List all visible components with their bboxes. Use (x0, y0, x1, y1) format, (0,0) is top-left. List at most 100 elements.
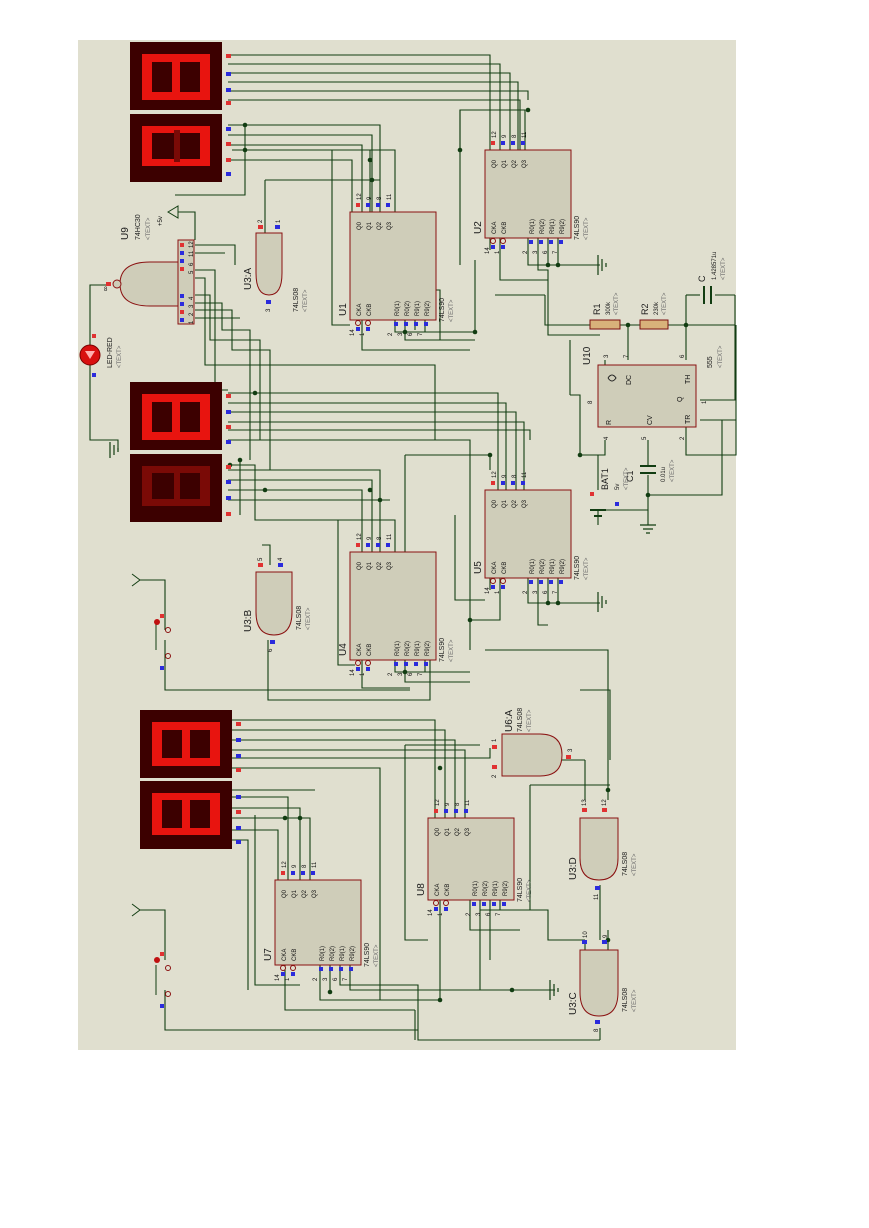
counter-text: <TEXT> (449, 299, 455, 322)
counter-pin-num-2: 2 (523, 590, 529, 594)
u9-text: <TEXT> (146, 217, 152, 240)
counter-ref: U5 (473, 561, 484, 574)
counter-pin-cka: CKA (357, 644, 363, 656)
counter-pin-q3: Q3 (522, 499, 528, 508)
counter-pin-q2: Q2 (455, 827, 461, 836)
counter-u1: Q012Q19Q28Q311CKA14CKB1R0(1)2R0(2)3R9(1)… (338, 193, 455, 336)
counter-pin-num-12: 12 (492, 131, 498, 138)
counter-ref: U1 (338, 303, 349, 316)
counter-text: <TEXT> (527, 879, 533, 902)
counter-pin-num-1: 1 (285, 977, 291, 981)
counter-pin-q1: Q1 (502, 499, 508, 508)
counter-pin-r01: R0(1) (395, 301, 401, 316)
nand-gate-u9: 8 12 11 6 5 4 3 2 1 U9 74HC30 <TEXT> +5v (104, 205, 196, 325)
seven-segment-display-5 (140, 710, 232, 778)
u3b-pin-in1: 5 (258, 557, 264, 561)
push-button-2[interactable] (131, 903, 171, 1008)
u9-ref: U9 (120, 227, 131, 240)
counter-pin-q1: Q1 (292, 889, 298, 898)
counter-pin-num-1: 1 (360, 672, 366, 676)
counter-pin-r02: R0(2) (405, 301, 411, 316)
counter-pin-r92: R9(2) (350, 946, 356, 961)
u10-pin-tr: TR (685, 415, 692, 424)
counter-pin-ckb: CKB (367, 644, 373, 656)
counter-pin-r02: R0(2) (330, 946, 336, 961)
counter-pin-num-7: 7 (418, 332, 424, 336)
counter-pin-r02: R0(2) (483, 881, 489, 896)
counter-pin-num-6: 6 (408, 672, 414, 676)
counter-pin-num-2: 2 (388, 332, 394, 336)
u3c-text: <TEXT> (632, 989, 638, 1012)
u10-ref: U10 (582, 346, 593, 365)
counter-pin-num-11: 11 (387, 193, 393, 200)
u9-pin-12: 12 (189, 241, 195, 248)
u9-pin-out: 8 (104, 287, 108, 293)
bat-ref: BAT1 (600, 468, 610, 490)
u9-pin-6: 6 (189, 262, 195, 266)
counter-pin-ckb: CKB (502, 562, 508, 574)
seven-segment-display-6 (140, 781, 232, 849)
u6a-pin-in2: 2 (492, 774, 498, 778)
counter-pin-q2: Q2 (377, 221, 383, 230)
counter-part: 74LS90 (439, 298, 446, 322)
capacitor-c1: C1 0.01u <TEXT> (625, 459, 676, 482)
u3a-pin-in1: 2 (258, 219, 264, 223)
counter-text: <TEXT> (449, 639, 455, 662)
c-text: <TEXT> (721, 257, 727, 280)
counter-pin-q0: Q0 (282, 889, 288, 898)
counter-part: 74LS90 (364, 943, 371, 967)
u3b-pin-out: 6 (268, 648, 274, 652)
counter-pin-num-7: 7 (418, 672, 424, 676)
led-text: <TEXT> (117, 345, 123, 368)
u3c-ref: U3:C (568, 992, 579, 1015)
seven-segment-display-1 (130, 42, 222, 110)
bat-value: 5v (615, 484, 621, 490)
u3b-ref: U3:B (243, 609, 254, 632)
counter-pin-q0: Q0 (492, 159, 498, 168)
seven-segment-display-2 (130, 114, 222, 182)
u10-part: 555 (707, 356, 714, 368)
u3d-pin-out: 11 (594, 893, 600, 900)
counter-pin-q1: Q1 (502, 159, 508, 168)
counter-pin-num-14: 14 (428, 909, 434, 916)
counter-u8: Q012Q19Q28Q311CKA14CKB1R0(1)2R0(2)3R9(1)… (416, 799, 533, 916)
counter-part: 74LS90 (574, 216, 581, 240)
u6a-pin-out: 3 (568, 748, 574, 752)
r2-value: 230k (654, 301, 660, 315)
counter-part: 74LS90 (574, 556, 581, 580)
capacitor-c: C 1.428571u <TEXT> (697, 252, 727, 304)
counter-pin-num-11: 11 (522, 131, 528, 138)
battery-bat1: BAT1 5v <TEXT> (590, 467, 630, 517)
u10-num-r: 4 (604, 436, 610, 440)
u6a-pin-in1: 1 (492, 738, 498, 742)
wires (89, 54, 737, 1041)
ground-symbols (109, 255, 656, 1000)
counter-pin-q2: Q2 (377, 561, 383, 570)
u9-pin-5: 5 (189, 270, 195, 274)
and-gate-u3c: 10 9 8 U3:C 74LS08 <TEXT> (568, 931, 638, 1032)
u6a-text: <TEXT> (527, 709, 533, 732)
u9-pin-11: 11 (189, 250, 195, 257)
counter-pin-r92: R9(2) (425, 301, 431, 316)
u3a-ref: U3:A (243, 267, 254, 290)
u3b-pin-in2: 4 (278, 557, 284, 561)
counter-pin-num-6: 6 (486, 912, 492, 916)
counter-pin-num-12: 12 (435, 799, 441, 806)
counter-pin-q0: Q0 (357, 221, 363, 230)
counter-pin-r92: R9(2) (425, 641, 431, 656)
u3c-part: 74LS08 (622, 988, 629, 1012)
counter-pin-cka: CKA (435, 884, 441, 896)
counter-pin-num-1: 1 (495, 590, 501, 594)
counter-pin-r01: R0(1) (530, 559, 536, 574)
r2-text: <TEXT> (662, 292, 668, 315)
counter-pin-num-7: 7 (553, 590, 559, 594)
u3a-pin-out: 3 (266, 308, 272, 312)
push-button-1[interactable] (131, 573, 171, 670)
counter-u2: Q012Q19Q28Q311CKA14CKB1R0(1)2R0(2)3R9(1)… (473, 131, 590, 254)
u3d-pin-in2: 12 (602, 799, 608, 806)
counter-pin-q3: Q3 (387, 221, 393, 230)
counter-pin-q3: Q3 (522, 159, 528, 168)
r2-ref: R2 (640, 303, 650, 315)
counter-pin-r91: R9(1) (550, 559, 556, 574)
counter-pin-r02: R0(2) (405, 641, 411, 656)
